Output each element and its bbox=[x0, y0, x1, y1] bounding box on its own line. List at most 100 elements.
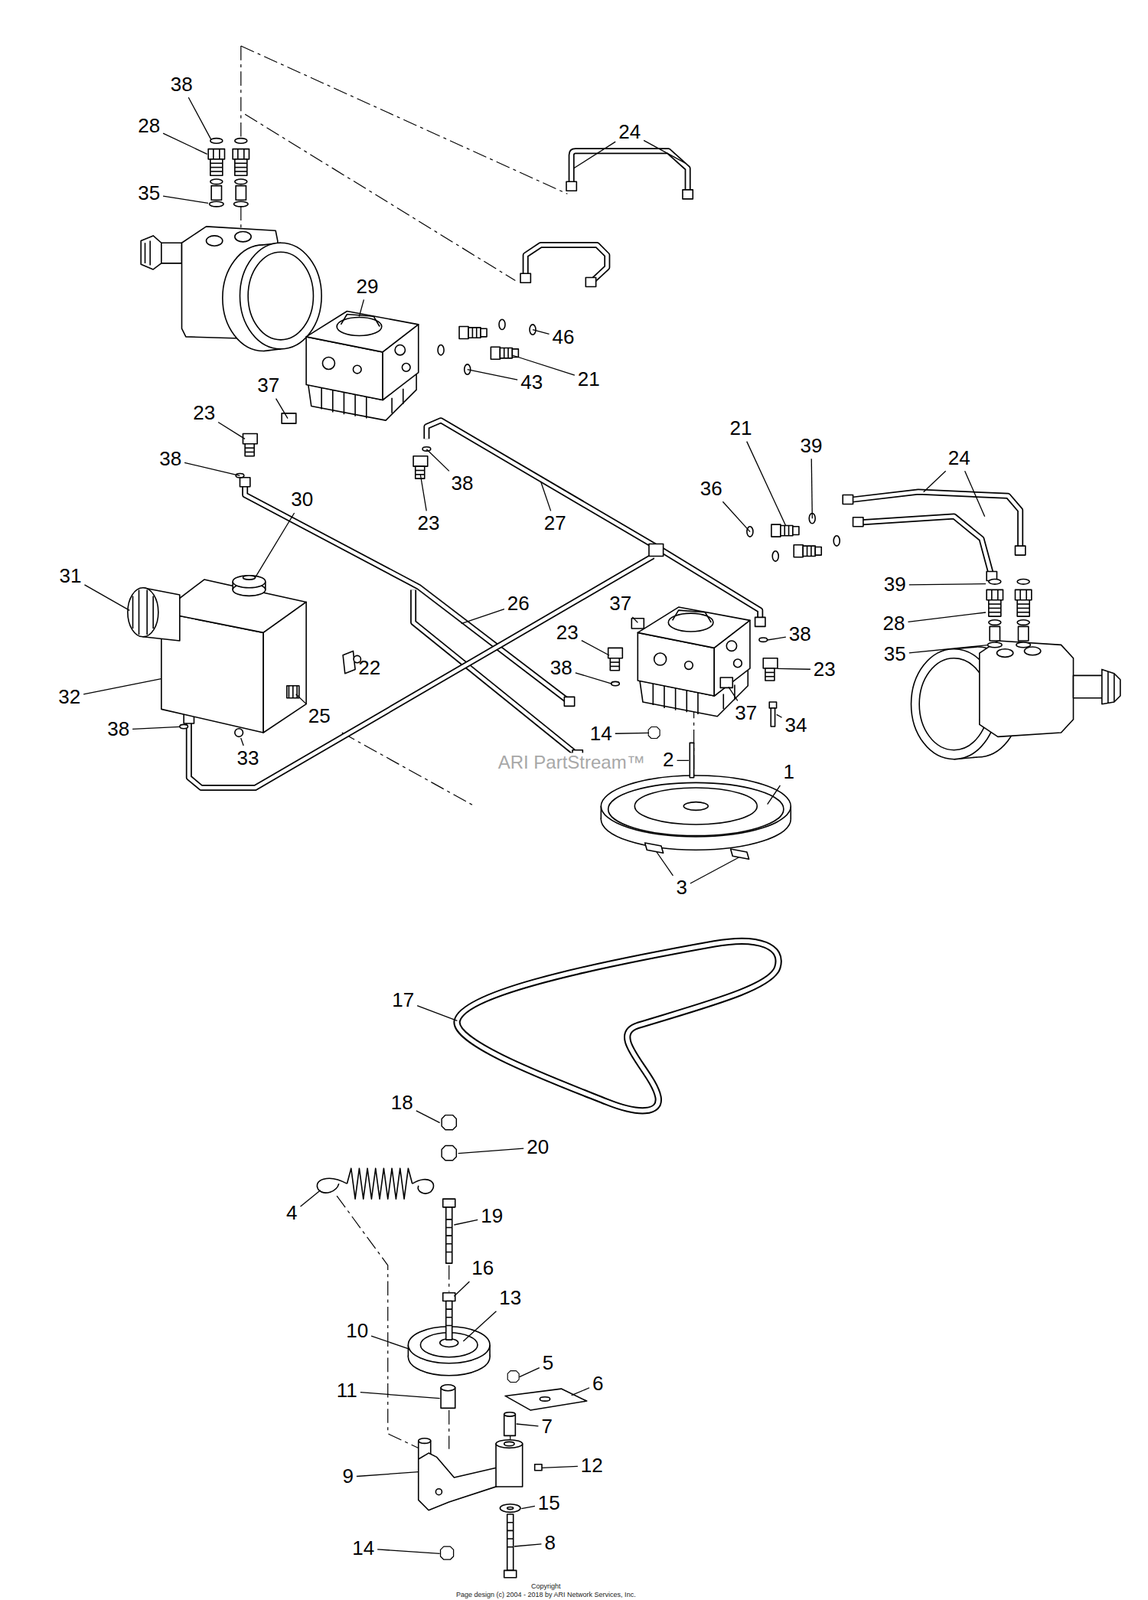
idler-assembly bbox=[440, 1545, 454, 1559]
hydraulic-tube bbox=[566, 181, 577, 191]
hydraulic-tube bbox=[525, 244, 608, 282]
callout-number: 3 bbox=[675, 877, 687, 898]
drive-belt bbox=[456, 940, 779, 1110]
callout-number: 5 bbox=[542, 1353, 554, 1374]
leader-line bbox=[573, 141, 616, 169]
hydrostatic-pump bbox=[422, 446, 431, 451]
hydraulic-fitting bbox=[772, 551, 779, 561]
wheel-motor bbox=[996, 649, 1013, 658]
leader-line bbox=[377, 1549, 441, 1553]
wheel-motor bbox=[1072, 675, 1102, 698]
leader-line bbox=[907, 612, 986, 622]
drive-pulley bbox=[600, 775, 791, 837]
callout-number: 32 bbox=[58, 686, 81, 708]
leader-line bbox=[184, 462, 240, 476]
callout-number: 37 bbox=[734, 702, 757, 724]
wheel-motor bbox=[205, 235, 222, 246]
wheel-motor bbox=[1102, 668, 1121, 704]
callout-number: 25 bbox=[308, 705, 331, 727]
leader-line bbox=[453, 1219, 478, 1225]
leader-line bbox=[909, 645, 989, 653]
callout-number: 10 bbox=[345, 1320, 369, 1341]
callout-number: 39 bbox=[883, 574, 907, 595]
leader-line bbox=[461, 609, 505, 624]
idler-assembly bbox=[446, 1308, 453, 1325]
hydraulic-tube bbox=[525, 244, 608, 282]
callout-number: 35 bbox=[137, 183, 160, 205]
copyright-note: Page design (c) 2004 - 2018 by ARI Netwo… bbox=[456, 1590, 636, 1598]
hydraulic-tube bbox=[520, 273, 531, 283]
watermark: ARI PartStream™ bbox=[495, 752, 648, 772]
drive-pulley bbox=[608, 782, 784, 835]
idler-assembly bbox=[316, 1177, 347, 1193]
centre-line bbox=[448, 1409, 450, 1449]
hydrostatic-pump bbox=[770, 707, 775, 727]
hydraulic-fitting bbox=[490, 346, 519, 359]
callout-number: 19 bbox=[480, 1206, 503, 1227]
leader-line bbox=[677, 759, 689, 761]
centre-line bbox=[342, 732, 475, 806]
hydrostatic-pump bbox=[759, 637, 768, 642]
callout-number: 21 bbox=[577, 368, 601, 390]
leader-line bbox=[358, 299, 364, 317]
leader-line bbox=[417, 1005, 457, 1021]
hydraulic-fitting bbox=[208, 138, 1032, 648]
hydrostatic-pump bbox=[611, 681, 620, 685]
wheel-motor bbox=[140, 235, 162, 270]
wheel-motor bbox=[234, 231, 252, 242]
drive-belt bbox=[456, 940, 779, 1110]
hydraulic-tube bbox=[682, 189, 693, 199]
leader-line bbox=[776, 714, 783, 718]
centre-line bbox=[240, 205, 242, 231]
callout-number: 37 bbox=[257, 375, 280, 396]
leader-line bbox=[521, 1505, 535, 1508]
callout-number: 24 bbox=[618, 122, 641, 144]
idler-assembly bbox=[446, 1206, 453, 1263]
callout-number: 11 bbox=[336, 1380, 358, 1402]
centre-line bbox=[336, 1195, 421, 1449]
leader-line bbox=[300, 1190, 321, 1207]
hydraulic-fitting bbox=[529, 324, 536, 335]
idler-assembly bbox=[504, 1412, 516, 1416]
leader-line bbox=[84, 584, 130, 611]
hydraulic-tube bbox=[859, 515, 992, 577]
callout-number: 38 bbox=[451, 472, 474, 494]
leader-line bbox=[581, 640, 610, 656]
hydrostatic-pump bbox=[608, 647, 623, 670]
centre-line bbox=[241, 45, 568, 194]
callout-number: 17 bbox=[391, 989, 415, 1011]
oil-tank bbox=[263, 601, 307, 733]
hydraulic-fitting bbox=[833, 535, 840, 546]
idler-assembly bbox=[495, 1443, 523, 1487]
hydraulic-tube bbox=[571, 150, 689, 196]
callout-number: 35 bbox=[883, 643, 907, 665]
callout-number: 30 bbox=[290, 489, 314, 511]
leader-line bbox=[632, 616, 638, 623]
callout-number: 43 bbox=[520, 371, 543, 393]
leader-line bbox=[467, 369, 519, 381]
drive-pulley bbox=[683, 802, 708, 811]
callout-number: 38 bbox=[789, 624, 812, 646]
callout-number: 8 bbox=[544, 1532, 555, 1553]
parts-illustration bbox=[127, 45, 1121, 1578]
callout-number: 22 bbox=[358, 658, 381, 679]
callout-number: 12 bbox=[580, 1454, 604, 1476]
wheel-motor bbox=[919, 658, 989, 751]
callout-number: 26 bbox=[507, 593, 530, 615]
callout-number: 36 bbox=[700, 478, 723, 499]
leader-line bbox=[655, 851, 673, 876]
oil-tank bbox=[179, 724, 189, 728]
callout-number: 15 bbox=[538, 1492, 561, 1514]
idler-assembly bbox=[446, 1219, 453, 1253]
callout-number: 38 bbox=[170, 74, 193, 95]
callout-number: 4 bbox=[286, 1203, 297, 1224]
idler-assembly bbox=[507, 1370, 519, 1383]
leader-line bbox=[777, 668, 811, 670]
idler-assembly bbox=[418, 1438, 431, 1444]
hydrostatic-pump bbox=[242, 433, 258, 456]
leader-line bbox=[83, 678, 162, 695]
idler-assembly bbox=[441, 1145, 457, 1161]
oil-tank bbox=[127, 587, 159, 637]
oil-tank bbox=[242, 575, 255, 580]
idler-assembly bbox=[507, 1506, 514, 1509]
